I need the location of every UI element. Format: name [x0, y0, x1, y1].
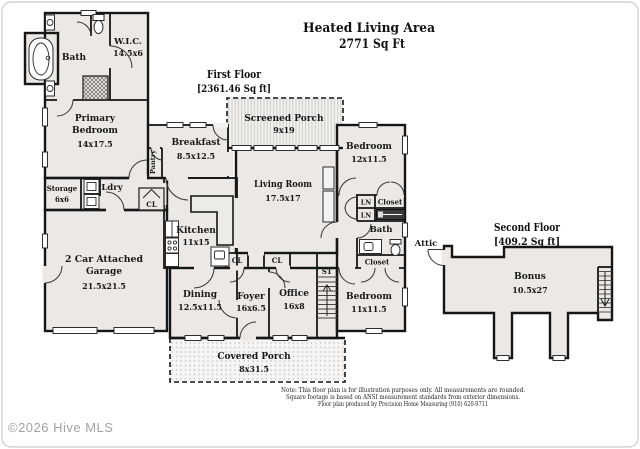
room-dims-bonus: 10.5x27: [512, 285, 547, 295]
builtin-cabinet: [322, 166, 335, 223]
stove-icon: [165, 237, 179, 254]
vanity-sink-icon: [45, 14, 55, 97]
attic-label: Attic: [414, 239, 438, 249]
windows: [42, 10, 566, 361]
room-dims-dining: 12.5x11.5: [178, 302, 222, 312]
toilet-icon: [92, 14, 105, 34]
room-label-pantry: Pantry: [149, 150, 157, 174]
room-dims-garage: 21.5x21.5: [82, 281, 126, 291]
attic-door-arc: [427, 248, 445, 267]
closet-label-cl: CL: [272, 256, 283, 265]
mls-watermark: ©2026 Hive MLS: [8, 420, 113, 435]
heated-living-area-sqft: 2771 Sq Ft: [339, 37, 405, 52]
room-dims-kitchen: 11x15: [182, 237, 209, 247]
linen-label: LN: [361, 199, 372, 207]
room-dims-storage: 6x6: [55, 195, 69, 204]
garage-door: [52, 327, 98, 334]
stairs-icon: [317, 276, 337, 319]
room-label-primary-2: Bedroom: [72, 126, 118, 136]
door-openings: [42, 46, 447, 341]
bathtub-icon: [28, 37, 54, 81]
room-dims-foyer: 16x6.5: [236, 303, 266, 313]
shower-icon: [82, 75, 109, 101]
room-label-screened-porch: Screened Porch: [244, 114, 324, 124]
room-label-garage-1: 2 Car Attached: [65, 255, 144, 265]
kitchen-island: [190, 195, 234, 246]
stairs-label-st: ST: [322, 267, 333, 276]
room-label-bath2: Bath: [370, 225, 393, 235]
room-dims-bedroom2: 11x11.5: [351, 304, 386, 314]
room-dims-screened-porch: 9x19: [273, 125, 295, 135]
room-label-breakfast: Breakfast: [171, 138, 221, 148]
room-label-storage: Storage: [47, 184, 78, 193]
toilet-icon: [389, 239, 402, 256]
bifold-closet-icon: [138, 187, 165, 211]
disclaimer-line-2: Square footage is based on ANSI measurem…: [286, 393, 520, 401]
closet-label: Closet: [365, 258, 390, 267]
room-label-covered-porch: Covered Porch: [217, 352, 291, 362]
vanity-sink-icon: [359, 239, 382, 254]
stairs-icon: [598, 271, 612, 313]
room-label-foyer: Foyer: [237, 292, 265, 302]
kitchen-counter: [165, 253, 179, 267]
disclaimer-line-1: Note: This floor plan is for illustratio…: [281, 386, 525, 394]
first-floor-sqft: [2361.46 Sq ft]: [197, 83, 271, 95]
room-label-kitchen: Kitchen: [176, 226, 216, 236]
fridge-icon: [165, 220, 179, 238]
room-dims-bedroom1: 12x11.5: [351, 154, 386, 164]
room-label-office: Office: [279, 289, 309, 299]
door-arcs: [44, 21, 445, 339]
room-label-garage-2: Garage: [86, 267, 122, 277]
room-dims-wic: 14.5x6: [113, 48, 143, 58]
room-label-living: Living Room: [254, 180, 312, 190]
closet-label-cl: CL: [232, 256, 243, 265]
room-dims-breakfast: 8.5x12.5: [177, 151, 215, 161]
heated-living-area-title: Heated Living Area: [303, 21, 436, 36]
second-floor-sqft: [409.2 Sq ft]: [494, 236, 560, 248]
second-floor-label: Second Floor: [494, 221, 560, 234]
room-label-laundry: Ldry: [101, 183, 123, 193]
covered-porch-area: [169, 338, 346, 383]
room-label-primary-1: Primary: [75, 114, 116, 124]
linen-label: LN: [361, 212, 372, 220]
screened-porch-area: [226, 97, 344, 148]
kitchen-sink-icon: [210, 246, 230, 267]
washer-dryer-icon: [83, 179, 100, 209]
first-floor-label: First Floor: [207, 68, 261, 81]
closet-label: Closet: [378, 198, 403, 207]
labels: Heated Living Area 2771 Sq Ft First Floo…: [8, 21, 560, 435]
disclaimer-line-3: Floor plan produced by Precision Home Me…: [318, 400, 488, 408]
room-dims-covered-porch: 8x31.5: [239, 364, 269, 374]
room-label-bedroom2: Bedroom: [346, 292, 392, 302]
room-label-dining: Dining: [183, 290, 218, 300]
room-dims-primary: 14x17.5: [77, 139, 112, 149]
garage-door: [113, 327, 155, 334]
room-dims-living: 17.5x17: [265, 193, 300, 203]
room-dims-office: 16x8: [283, 301, 305, 311]
room-label-bonus: Bonus: [514, 272, 546, 282]
closet-rod-shelf: [376, 209, 406, 220]
room-label-wic: W.I.C.: [113, 37, 142, 47]
fixtures: [28, 14, 612, 319]
closet-label-cl: CL: [146, 200, 157, 209]
room-label-bath: Bath: [62, 53, 87, 63]
room-label-bedroom1: Bedroom: [346, 142, 392, 152]
